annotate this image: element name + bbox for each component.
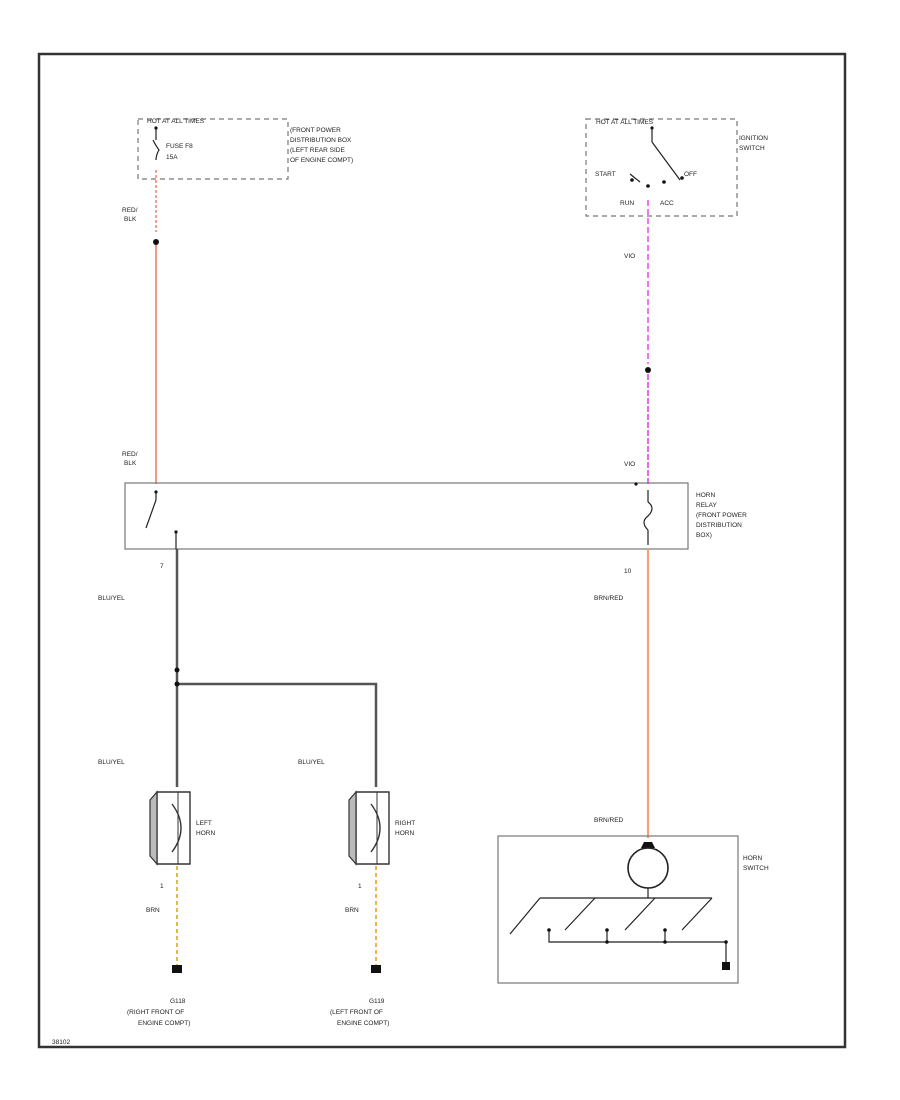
ground-right-icon bbox=[371, 965, 381, 973]
fuse-icon bbox=[152, 139, 160, 161]
horn-switch-label-1: HORN bbox=[743, 855, 762, 862]
relay-pin-right: 10 bbox=[624, 568, 632, 575]
ground-left-id: G118 bbox=[170, 998, 186, 1005]
right-horn-label-1: RIGHT bbox=[395, 820, 415, 827]
connector-blu-yel bbox=[174, 667, 180, 673]
relay-name-2: RELAY bbox=[696, 502, 717, 509]
wire-blu-yel-right bbox=[177, 682, 378, 787]
ground-right-loc-1: (LEFT FRONT OF bbox=[330, 1009, 383, 1016]
fuse-hot-label: HOT AT ALL TIMES bbox=[147, 118, 205, 125]
ign-name-1: IGNITION bbox=[739, 135, 768, 142]
wire-label-blu-yel-2: BLU/YEL bbox=[98, 759, 125, 766]
horn-pad-icon bbox=[627, 847, 669, 889]
ign-blade bbox=[651, 141, 681, 181]
right-horn-pin: 1 bbox=[358, 883, 362, 890]
ground-left-icon bbox=[172, 965, 182, 973]
diagram-id: 38102 bbox=[52, 1039, 70, 1046]
fuse-location-2: DISTRIBUTION BOX bbox=[290, 137, 352, 144]
relay-left-blade bbox=[145, 499, 157, 529]
fuse-node-top bbox=[154, 126, 158, 130]
ign-off: OFF bbox=[684, 171, 697, 178]
wire-label-red-blk-1b: BLK bbox=[124, 216, 137, 223]
wire-label-red-blk-2b: BLK bbox=[124, 460, 137, 467]
wire-label-vio-1: VIO bbox=[624, 253, 635, 260]
ign-acc-node bbox=[662, 180, 666, 184]
connector-vio bbox=[645, 367, 651, 373]
relay-name-1: HORN bbox=[696, 492, 715, 499]
wire-label-blu-yel-3: BLU/YEL bbox=[298, 759, 325, 766]
wire-label-brn-red-1: BRN/RED bbox=[594, 595, 624, 602]
fuse-location-3: (LEFT REAR SIDE bbox=[290, 147, 345, 154]
left-horn-icon bbox=[149, 790, 191, 866]
relay-name-5: BOX) bbox=[696, 532, 712, 539]
right-horn-icon bbox=[348, 790, 390, 866]
ign-start: START bbox=[595, 171, 616, 178]
ign-name-2: SWITCH bbox=[739, 145, 765, 152]
left-horn-label-2: HORN bbox=[196, 830, 215, 837]
wire-label-vio-2: VIO bbox=[624, 461, 635, 468]
horn-switch-box bbox=[497, 835, 739, 984]
ign-run: RUN bbox=[620, 200, 634, 207]
relay-name-3: (FRONT POWER bbox=[696, 512, 747, 519]
wire-label-red-blk-1a: RED/ bbox=[122, 207, 138, 214]
ign-start-node bbox=[630, 178, 634, 182]
right-horn-label-2: HORN bbox=[395, 830, 414, 837]
left-horn-pin: 1 bbox=[160, 883, 164, 890]
ground-right-loc-2: ENGINE COMPT) bbox=[337, 1020, 389, 1027]
diagram-frame bbox=[37, 52, 847, 1049]
ign-acc: ACC bbox=[660, 200, 674, 207]
ign-hot-label: HOT AT ALL TIMES bbox=[596, 119, 654, 126]
left-horn-label-1: LEFT bbox=[196, 820, 212, 827]
ignition-switch-box bbox=[585, 118, 738, 217]
ign-run-node bbox=[646, 184, 650, 188]
relay-pin-left: 7 bbox=[160, 563, 164, 570]
connector-red-blk bbox=[153, 239, 159, 245]
horn-relay-box bbox=[124, 482, 689, 550]
wire-label-blu-yel-1: BLU/YEL bbox=[98, 595, 125, 602]
horn-switch-connector bbox=[641, 842, 655, 848]
fuse-label: FUSE F8 bbox=[166, 143, 193, 150]
ground-right-id: G119 bbox=[369, 998, 385, 1005]
ign-start-contact bbox=[629, 173, 641, 183]
fuse-location-1: (FRONT POWER bbox=[290, 127, 341, 134]
wire-label-brn-2: BRN bbox=[345, 907, 359, 914]
horn-switch-contacts bbox=[509, 897, 730, 970]
fuse-rating: 15A bbox=[166, 154, 178, 161]
ground-left-loc-1: (RIGHT FRONT OF bbox=[127, 1009, 184, 1016]
fuse-box bbox=[137, 118, 289, 180]
relay-name-4: DISTRIBUTION bbox=[696, 522, 742, 529]
ground-left-loc-2: ENGINE COMPT) bbox=[138, 1020, 190, 1027]
horn-switch-label-2: SWITCH bbox=[743, 865, 769, 872]
relay-coil-top-node bbox=[634, 482, 638, 486]
fuse-location-4: OF ENGINE COMPT) bbox=[290, 157, 353, 164]
wire-label-red-blk-2a: RED/ bbox=[122, 451, 138, 458]
wire-label-brn-1: BRN bbox=[146, 907, 160, 914]
ign-off-node bbox=[680, 176, 684, 180]
relay-coil-icon bbox=[643, 501, 653, 531]
splice-blu-yel bbox=[174, 681, 180, 687]
wire-label-brn-red-2: BRN/RED bbox=[594, 817, 624, 824]
